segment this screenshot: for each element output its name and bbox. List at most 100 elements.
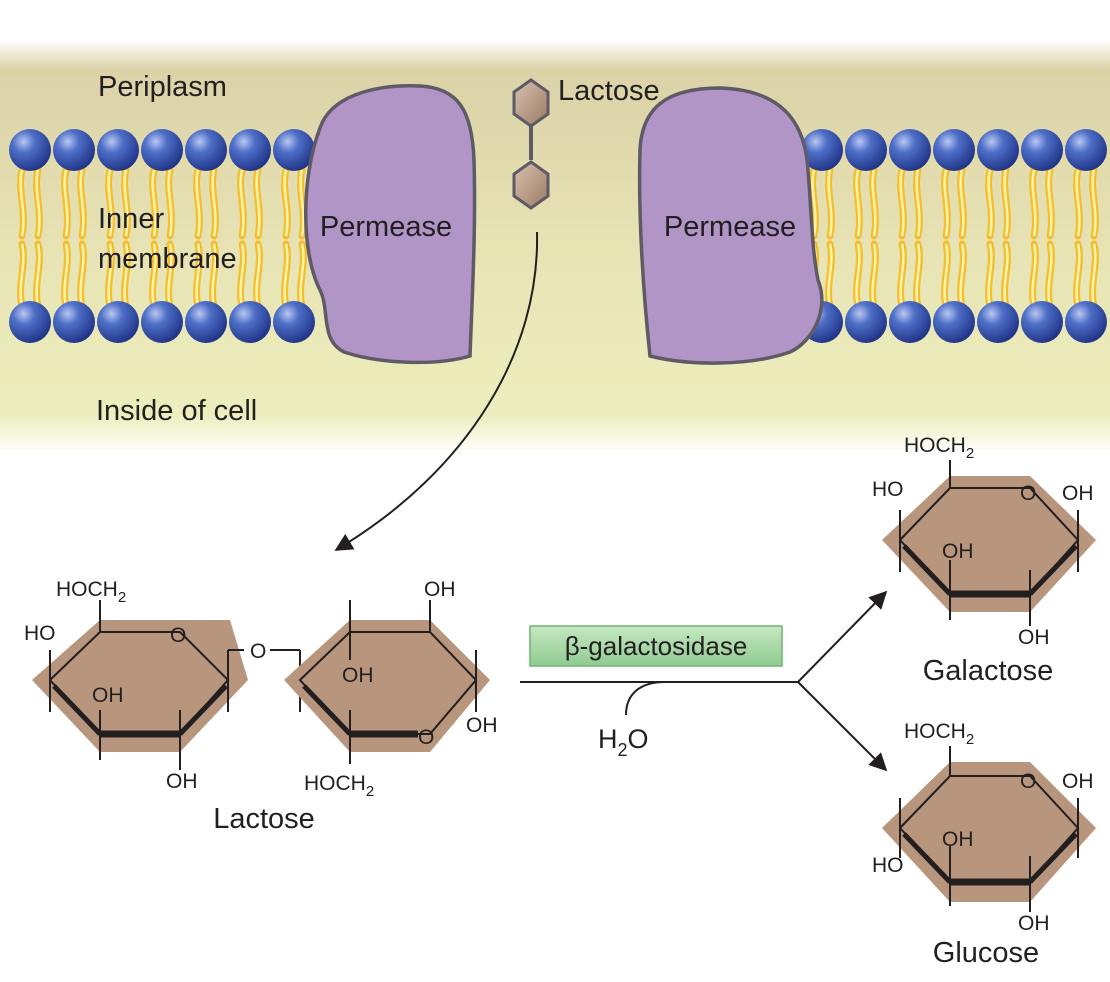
lipid-tail-highlight [107, 243, 113, 307]
lipid-tail-highlight [1003, 169, 1009, 237]
lipid-tail-highlight [855, 169, 861, 237]
lipid-tail-highlight [167, 169, 173, 237]
galactose-oh-bottom: OH [1018, 626, 1050, 649]
lactose-ring2-oxygen: O [418, 726, 434, 749]
lipid-head [53, 129, 95, 171]
lipid-head [229, 301, 271, 343]
lactose-hoch2-1: HOCH2 [56, 578, 126, 606]
transport-arrow [334, 231, 539, 551]
lactose-oh-inner-1: OH [92, 684, 124, 707]
lipid-tail-highlight [1003, 243, 1009, 307]
lipid-head [9, 129, 51, 171]
lipid-tail-highlight [943, 243, 949, 307]
lactose-name: Lactose [213, 803, 315, 835]
water-curve [625, 681, 666, 716]
glucose-oh-right: OH [1062, 770, 1094, 793]
lipid-tail-highlight [871, 243, 877, 307]
lipid-tail-highlight [167, 243, 173, 307]
lipid-tail-highlight [123, 243, 129, 307]
glucose-ring-oxygen: O [1020, 770, 1036, 793]
lactose-icon-top-ring [512, 78, 550, 128]
lipid-head [97, 301, 139, 343]
lipid-tail-highlight [827, 169, 833, 237]
lipid-head [889, 301, 931, 343]
permease-right-label: Permease [664, 211, 796, 243]
hydrolysis-reaction: β-galactosidase H2O [520, 590, 888, 772]
lipid-head [273, 301, 315, 343]
lipid-tail-highlight [63, 243, 69, 307]
lipid-tail-highlight [1031, 169, 1037, 237]
permease-left-label: Permease [320, 211, 452, 243]
lipid-tail-highlight [1075, 169, 1081, 237]
lipid-tail-highlight [915, 169, 921, 237]
galactose-hoch2: HOCH2 [904, 434, 974, 462]
lipid-head [273, 129, 315, 171]
lipid-tail-highlight [151, 169, 157, 237]
lipid-tail-highlight [107, 169, 113, 237]
lipid-tail-highlight [855, 243, 861, 307]
lipid-tail-highlight [211, 243, 217, 307]
lactose-ring1-right-bold [178, 684, 228, 736]
glucose-oh-inner: OH [942, 828, 974, 851]
lipid-tail-highlight [19, 243, 25, 307]
lipid-head [1021, 301, 1063, 343]
lipid-tail-highlight [239, 243, 245, 307]
lipid-tail-highlight [299, 243, 305, 307]
lipid-tail-highlight [811, 169, 817, 237]
lipid-head [97, 129, 139, 171]
lipid-head [141, 301, 183, 343]
enzyme-box [529, 625, 783, 667]
lipid-head [845, 301, 887, 343]
lipid-tail-highlight [1075, 243, 1081, 307]
lipid-tail-highlight [899, 169, 905, 237]
lipid-tail-highlight [959, 169, 965, 237]
lactose-top-label: Lactose [558, 75, 660, 107]
inner-membrane-label-line1: Inner [98, 203, 164, 235]
lipid-head [845, 129, 887, 171]
lactose-ring1-oxygen: O [170, 624, 186, 647]
lipid-tail-highlight [35, 169, 41, 237]
lipid-tail-highlight [987, 243, 993, 307]
lipid-head [229, 129, 271, 171]
glucose-name: Glucose [933, 937, 1039, 969]
lactose-ring1-left-bold [52, 684, 102, 736]
lipid-tail-highlight [195, 169, 201, 237]
permease-left-shape [304, 84, 477, 365]
galactose-structure: HOCH2 HO O OH OH OH Galactose [872, 434, 1096, 687]
galactose-oh-right: OH [1062, 482, 1094, 505]
lipid-head [977, 301, 1019, 343]
permease-right: Permease [637, 86, 824, 365]
membrane-region [0, 40, 1110, 455]
lipid-tail-highlight [943, 169, 949, 237]
arrow-to-glucose [797, 681, 888, 772]
lipid-tail-highlight [151, 243, 157, 307]
inner-membrane-label-line2: membrane [98, 243, 237, 275]
lipid-tail-highlight [1091, 169, 1097, 237]
lipid-tail-highlight [899, 243, 905, 307]
lipid-tail-highlight [1091, 243, 1097, 307]
lipid-head [801, 129, 843, 171]
lipid-tail-highlight [123, 169, 129, 237]
lipid-tail-highlight [239, 169, 245, 237]
lipid-tail-highlight [79, 169, 85, 237]
lactose-ho-1: HO [24, 622, 56, 645]
lactose-bridge-oxygen: O [250, 640, 266, 663]
lipid-tail-highlight [299, 169, 305, 237]
galactose-name: Galactose [923, 655, 1054, 687]
galactose-oh-inner: OH [942, 540, 974, 563]
lipid-head [889, 129, 931, 171]
lipid-head [141, 129, 183, 171]
lactose-oh-inner-2: OH [342, 664, 374, 687]
lipid-head [1065, 301, 1107, 343]
cell-envelope-background [0, 40, 1110, 450]
lactose-icon [512, 78, 550, 210]
lipid-head [1021, 129, 1063, 171]
lactose-structure: HOCH2 HO O OH OH O OH OH O OH HOCH2 Lact… [24, 578, 498, 835]
water-label: H2O [598, 724, 649, 760]
background-top-fade [0, 40, 1110, 70]
glucose-ho: HO [872, 854, 904, 877]
lipid-head [185, 129, 227, 171]
lipid-tail-highlight [35, 243, 41, 307]
lipid-tail-highlight [195, 243, 201, 307]
